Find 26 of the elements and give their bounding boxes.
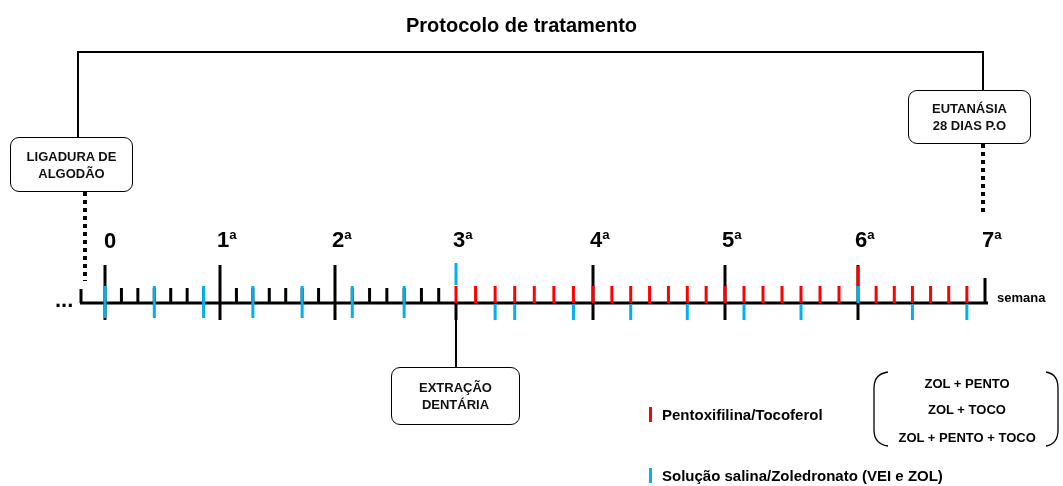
- event-box: [908, 90, 1031, 144]
- week-number: 4$^{a}$: [590, 227, 610, 251]
- event-box: [10, 137, 133, 192]
- event-label: LIGADURA DE ALGODÃO: [25, 147, 118, 182]
- event-label: EUTANÁSIA 28 DIAS P.O: [931, 100, 1008, 134]
- week-number: 0: [104, 230, 117, 252]
- week-number: 7$^{a}$: [982, 227, 1002, 251]
- diagram-title: Protocolo de tratamento: [404, 14, 639, 37]
- bracket-connector: [77, 51, 984, 138]
- dotted-connector: [981, 144, 985, 214]
- legend-label: Solução salina/Zoledronato (VEI e ZOL): [662, 467, 943, 485]
- ellipsis-mark: ...: [55, 289, 74, 311]
- dotted-connector: [83, 192, 87, 281]
- legend-label: Pentoxifilina/Tocoferol: [662, 406, 823, 424]
- axis-unit-label: semana: [997, 290, 1046, 304]
- event-box: [391, 367, 520, 425]
- week-number: 2$^{a}$: [332, 227, 352, 251]
- week-number: 1$^{a}$: [217, 227, 237, 251]
- group-label: ZOL + PENTO: [924, 376, 1010, 390]
- event-label: EXTRAÇÃO DENTÁRIA: [418, 379, 493, 413]
- connector-line: [455, 303, 457, 368]
- group-label: ZOL + PENTO + TOCO: [898, 430, 1036, 444]
- week-number: 5$^{a}$: [722, 227, 742, 251]
- week-number: 6$^{a}$: [855, 227, 875, 251]
- week-number: 3$^{a}$: [453, 227, 473, 251]
- group-label: ZOL + TOCO: [928, 402, 1006, 416]
